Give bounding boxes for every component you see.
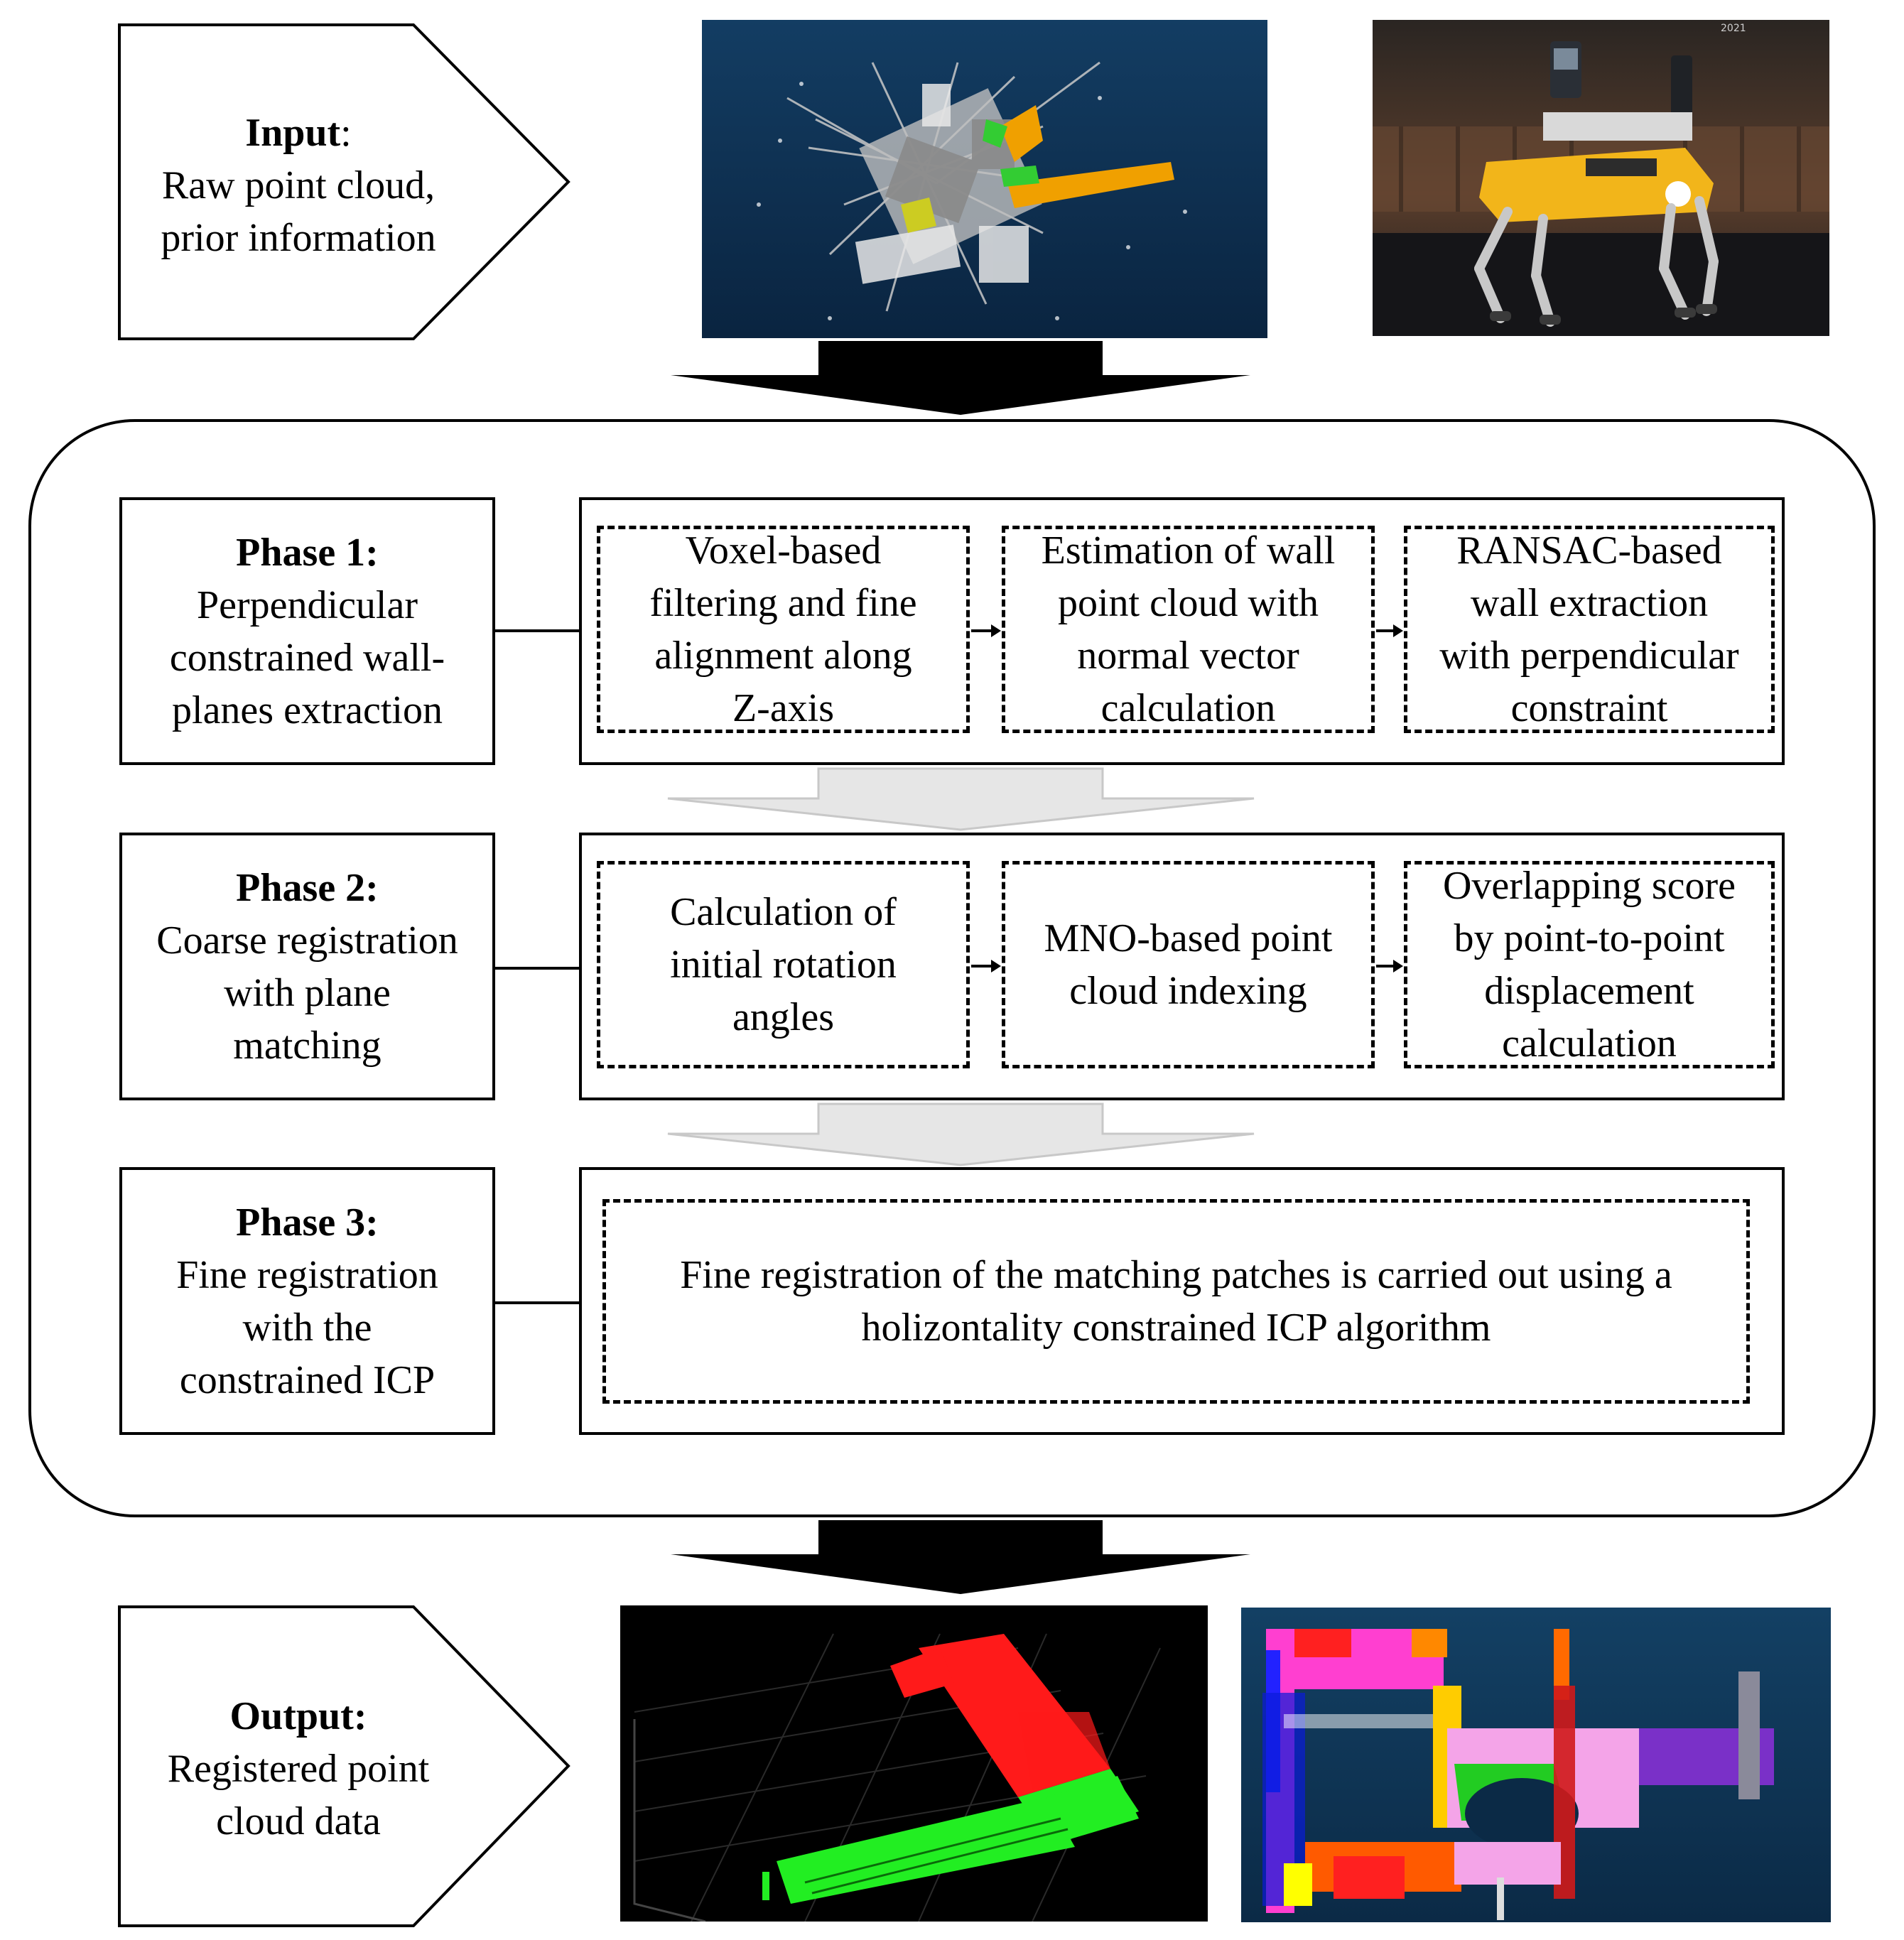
phase-1-line-2: constrained wall- — [169, 635, 445, 680]
phase-2-step-2: MNO-based point cloud indexing — [1002, 861, 1375, 1068]
input-label: Input: Raw point cloud, prior informatio… — [121, 107, 476, 264]
phase-1-step-1: Voxel-based filtering and fine alignment… — [597, 526, 970, 733]
phase-1-line-3: planes extraction — [172, 688, 443, 732]
phase-1-line-1: Perpendicular — [197, 582, 418, 627]
phase-1-box — [119, 497, 495, 765]
process-container — [28, 419, 1876, 1517]
phase-2-line-2: with plane — [224, 970, 391, 1015]
phase-1-step-3: RANSAC-based wall extraction with perpen… — [1404, 526, 1775, 733]
phase-2-arrow-2-icon — [1376, 960, 1403, 972]
phase-3-title: Phase 3: — [236, 1200, 379, 1245]
phase-3-line-3: constrained ICP — [179, 1358, 436, 1402]
output-label: Output: Registered point cloud data — [121, 1690, 476, 1848]
phase-1-step-2: Estimation of wall point cloud with norm… — [1002, 526, 1375, 733]
phase-2-arrow-1-icon — [971, 960, 1001, 972]
output-title: Output: — [229, 1694, 367, 1738]
phase-3-box — [119, 1167, 495, 1435]
phase-3-step-1: Fine registration of the matching patche… — [602, 1199, 1750, 1404]
registered-cloud-render-image — [620, 1605, 1208, 1922]
phase-3-label: Phase 3: Fine registration with the cons… — [119, 1167, 495, 1435]
phase-1-to-2-arrow — [667, 767, 1255, 831]
output-pentagon — [118, 1605, 570, 1927]
phase-1-arrow-1-icon — [971, 624, 1001, 637]
input-title: Input — [245, 111, 341, 155]
phase-2-step-1: Calculation of initial rotation angles — [597, 861, 970, 1068]
phase-2-connector — [495, 967, 579, 970]
phase-1-arrow-2-icon — [1376, 624, 1403, 637]
phase-2-line-1: Coarse registration — [156, 918, 458, 963]
phase-1-title: Phase 1: — [236, 530, 379, 575]
output-line-1: Registered point — [167, 1747, 430, 1791]
input-line-2: prior information — [161, 216, 436, 260]
phase-3-line-2: with the — [242, 1305, 372, 1350]
input-pentagon — [118, 23, 570, 340]
output-line-2: cloud data — [216, 1799, 381, 1843]
phase-2-box — [119, 833, 495, 1100]
phase-2-line-3: matching — [233, 1023, 382, 1068]
phase-1-connector — [495, 629, 579, 632]
input-line-1: Raw point cloud, — [161, 163, 436, 207]
photo-year: 2021 — [1721, 23, 1746, 34]
raw-point-cloud-image — [702, 20, 1267, 338]
phase-2-to-3-arrow — [667, 1102, 1255, 1166]
phase-2-label: Phase 2: Coarse registration with plane … — [119, 833, 495, 1100]
phase-1-label: Phase 1: Perpendicular constrained wall-… — [119, 497, 495, 765]
phase-3-connector — [495, 1301, 579, 1304]
segmented-cloud-render-image — [1241, 1608, 1831, 1922]
phase-2-title: Phase 2: — [236, 865, 379, 910]
phase-3-line-1: Fine registration — [176, 1252, 438, 1297]
phase-2-step-3: Overlapping score by point-to-point disp… — [1404, 861, 1775, 1068]
process-to-output-arrow — [671, 1520, 1250, 1594]
robot-scanner-photo: 2021 — [1373, 20, 1829, 336]
input-to-process-arrow — [671, 341, 1250, 415]
